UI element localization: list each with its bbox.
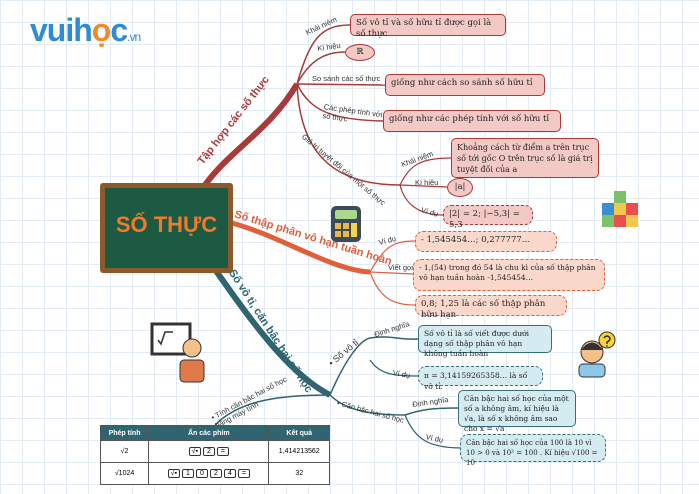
cell-result: 32 [268,462,330,485]
box-irr-example: π = 3,14159265358… là số vô tỉ. [418,366,543,391]
branch-line-irrational [209,263,332,398]
box-ops: giống như các phép tính với số hữu tỉ [383,110,561,132]
box-decimal-short: - 1,(54) trong đó 54 là chu kì của số th… [413,259,605,291]
key: 0 [195,469,208,478]
box-concept: Số vô tỉ và số hữu tỉ được gọi là số thự… [350,14,506,39]
box-decimal-example: - 1,545454…; 0,277777… [415,231,557,252]
teacher-icon [150,322,205,383]
table-row: √2 √▪2= 1,414213562 [99,440,330,463]
box-compare: giống như cách so sánh số hữu tỉ [385,74,545,96]
label-abs-symbol: Kí hiệu [415,178,439,187]
key: 2 [209,469,222,478]
header-operation: Phép tính [99,425,150,441]
header-result: Kết quả [268,425,330,441]
key: 2 [202,447,215,456]
box-abs-symbol: |a| [447,178,473,197]
key: 4 [223,469,236,478]
number-blocks-icon [602,191,638,227]
cell-keys: √▪2= [148,440,270,463]
key: 1 [181,469,194,478]
vuihoc-logo: vuihọc.vn [30,12,141,48]
cell-op: √2 [99,440,150,463]
header-keys: Ấn các phím [148,425,270,441]
calculator-icon [331,206,361,242]
box-abs-concept: Khoảng cách từ điểm a trên trục số tới g… [451,138,599,178]
box-irr-def: Số vô tỉ là số viết được dưới dạng số th… [418,325,552,358]
label-decimal-short: Viết gọn [388,263,416,272]
branch-line-real-set [202,82,300,187]
key: √▪ [167,469,180,478]
branch-line-decimal [227,219,371,275]
thinking-boy-icon [578,331,616,378]
key: √▪ [188,447,201,456]
cell-result: 1,414213562 [268,440,330,463]
label-compare: So sánh các số thực [312,74,381,83]
box-sqrt-example: Căn bậc hai số học của 100 là 10 vì 10 >… [460,434,606,467]
chalkboard-center: SỐ THỰC [100,183,233,273]
key: = [237,469,250,478]
box-symbol: ℝ [345,44,375,61]
center-title: SỐ THỰC [115,212,218,237]
key: = [216,447,229,456]
cell-op: √1024 [99,462,150,485]
box-decimal-finite: 0,8; 1,25 là các số thập phân hữu hạn [415,295,567,320]
box-abs-example: |2| = 2; |−5,3| = 5,3 [443,205,533,230]
box-sqrt-def: Căn bậc hai số học của một số a không âm… [458,390,576,433]
